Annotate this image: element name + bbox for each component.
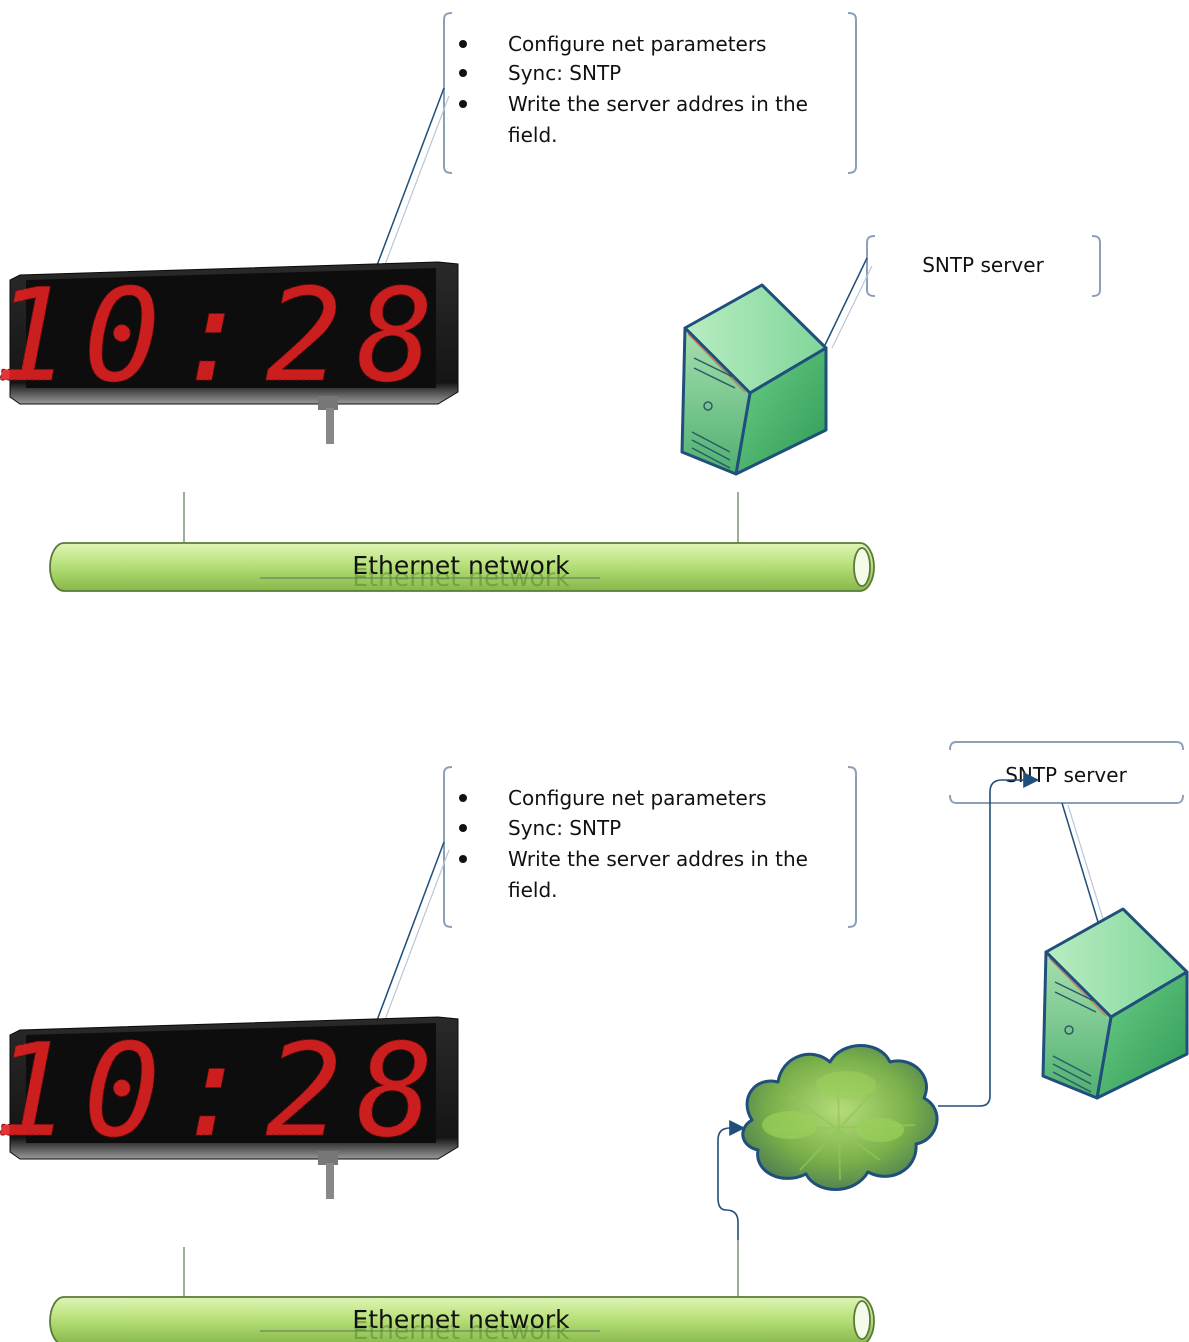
server-callout: SNTP server bbox=[824, 235, 1101, 349]
bullet-icon bbox=[459, 40, 467, 48]
callout-leader-line bbox=[375, 87, 445, 269]
note-item: Write the server addres in the bbox=[508, 847, 808, 871]
ethernet-network-pipe: Ethernet network Ethernet network bbox=[49, 542, 875, 592]
bullet-icon bbox=[459, 69, 467, 77]
note-item: Sync: SNTP bbox=[508, 816, 621, 840]
note-item: Write the server addres in the bbox=[508, 92, 808, 116]
clock-digits: 10:28 bbox=[0, 262, 448, 411]
server-label: SNTP server bbox=[922, 253, 1044, 277]
connector-icon bbox=[318, 396, 338, 410]
cable-icon bbox=[326, 408, 334, 444]
bullet-icon bbox=[459, 824, 467, 832]
diagram-1: Configure net parameters Sync: SNTP Writ… bbox=[0, 12, 1101, 592]
led-clock: 10:28 bbox=[0, 1016, 459, 1199]
notes-list: Configure net parameters Sync: SNTP Writ… bbox=[459, 786, 808, 902]
server-callout: SNTP server bbox=[949, 741, 1184, 923]
bullet-icon bbox=[459, 100, 467, 108]
notes-callout: Configure net parameters Sync: SNTP Writ… bbox=[375, 12, 857, 271]
callout-leader-line bbox=[375, 841, 445, 1024]
diagram-2: Configure net parameters Sync: SNTP Writ… bbox=[0, 741, 1189, 1342]
note-item: field. bbox=[508, 878, 558, 902]
cable-icon bbox=[326, 1163, 334, 1199]
clock-digits: 10:28 bbox=[0, 1017, 448, 1166]
note-item: Configure net parameters bbox=[508, 32, 766, 56]
led-clock: 10:28 bbox=[0, 261, 459, 444]
network-to-cloud-arrow bbox=[717, 1120, 746, 1240]
internet-cloud-icon bbox=[741, 1044, 939, 1191]
server-icon bbox=[680, 283, 828, 476]
notes-list: Configure net parameters Sync: SNTP Writ… bbox=[459, 32, 808, 147]
network-label: Ethernet network bbox=[352, 551, 570, 580]
bullet-icon bbox=[459, 855, 467, 863]
connector-icon bbox=[318, 1151, 338, 1165]
note-item: Sync: SNTP bbox=[508, 61, 621, 85]
cloud-to-server-arrow bbox=[938, 772, 1040, 1107]
note-item: Configure net parameters bbox=[508, 786, 766, 810]
network-label-shadow: Ethernet network bbox=[352, 563, 570, 592]
server-label: SNTP server bbox=[1005, 763, 1127, 787]
network-label-shadow: Ethernet network bbox=[352, 1316, 570, 1342]
notes-callout: Configure net parameters Sync: SNTP Writ… bbox=[375, 766, 857, 1026]
note-item: field. bbox=[508, 123, 558, 147]
server-icon bbox=[1041, 907, 1189, 1100]
network-label: Ethernet network bbox=[352, 1305, 570, 1334]
ethernet-network-pipe: Ethernet network Ethernet network bbox=[49, 1296, 875, 1342]
bullet-icon bbox=[459, 794, 467, 802]
